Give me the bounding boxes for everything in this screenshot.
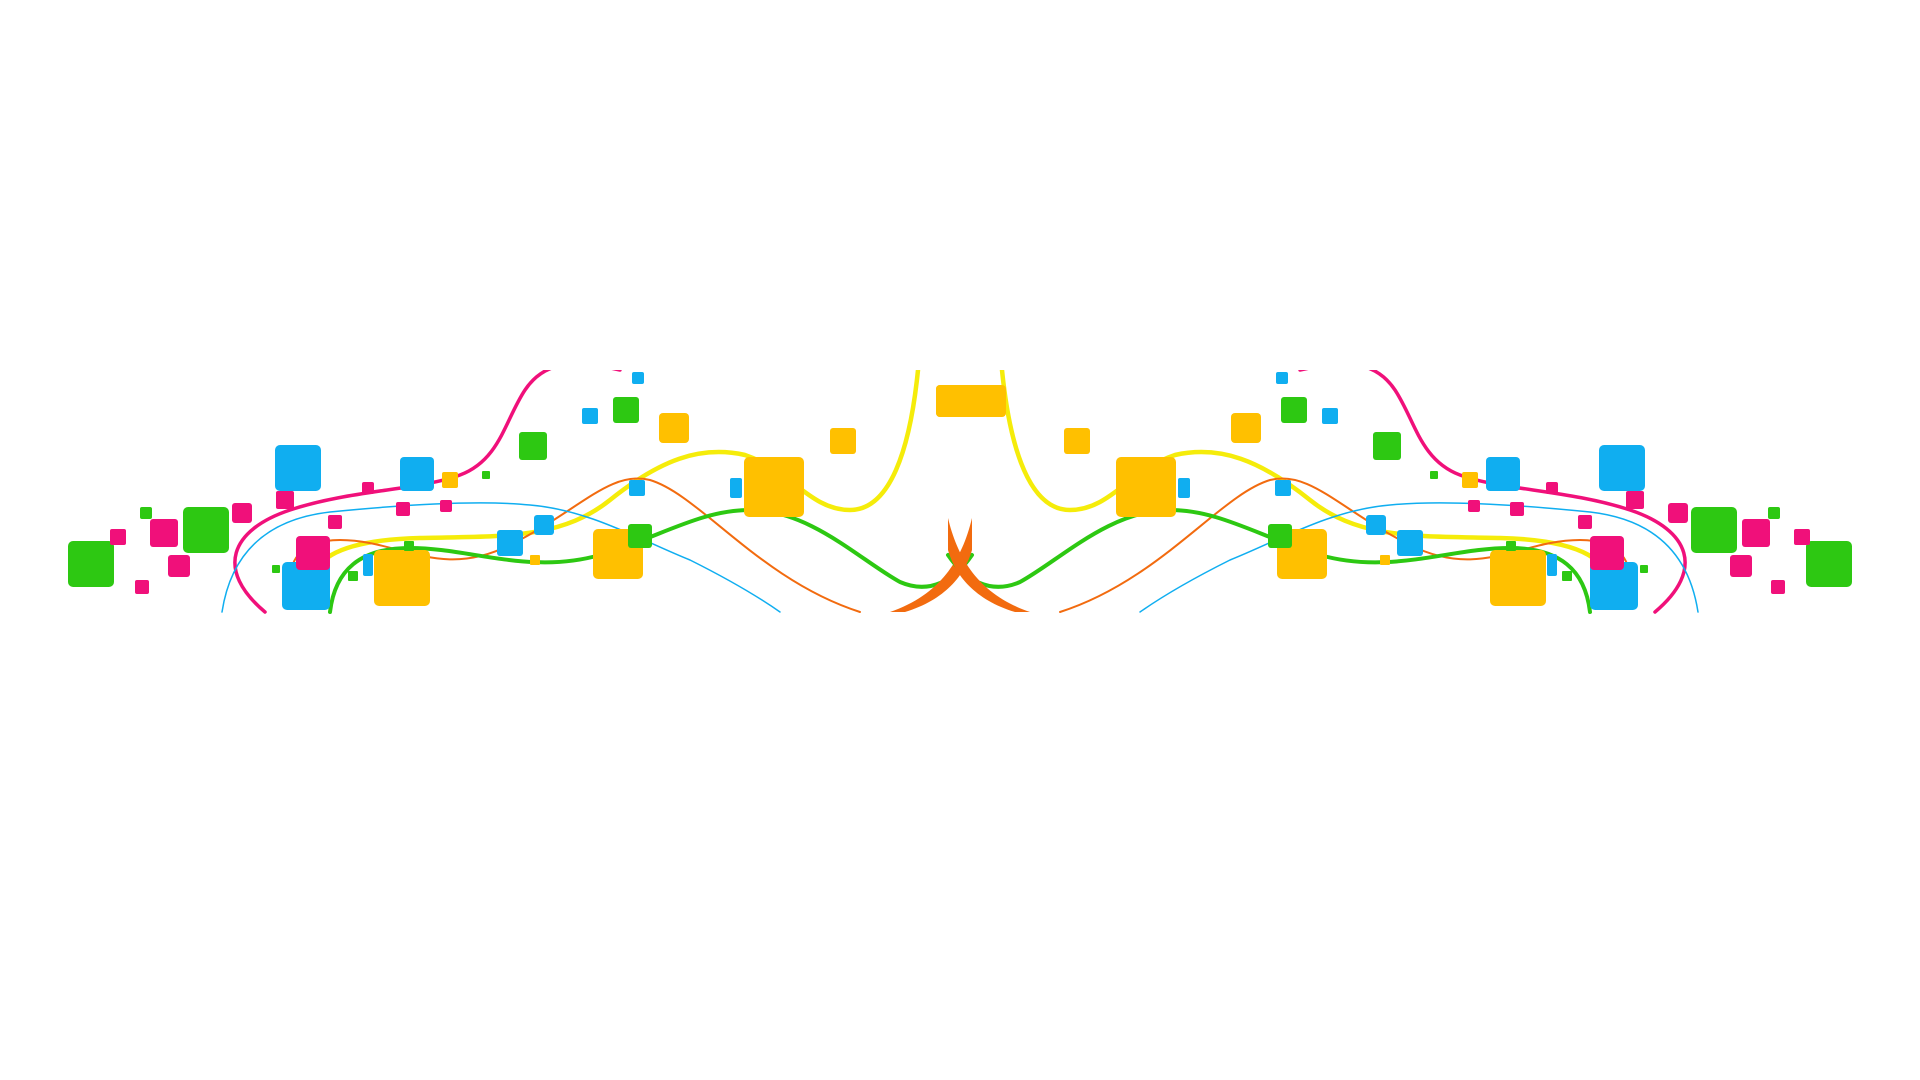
square bbox=[282, 562, 330, 610]
square bbox=[613, 397, 639, 423]
square bbox=[232, 503, 252, 523]
square bbox=[150, 519, 178, 547]
square bbox=[363, 554, 373, 576]
square bbox=[440, 500, 452, 512]
square bbox=[482, 471, 490, 479]
square bbox=[272, 565, 280, 573]
square bbox=[275, 445, 321, 491]
square bbox=[730, 478, 742, 498]
square bbox=[582, 408, 598, 424]
square bbox=[110, 529, 126, 545]
square bbox=[629, 480, 645, 496]
yellow-wave bbox=[309, 370, 921, 603]
square bbox=[276, 491, 294, 509]
left-half-pattern bbox=[68, 370, 974, 614]
square bbox=[140, 507, 152, 519]
square bbox=[183, 507, 229, 553]
center-square-right bbox=[974, 385, 1006, 417]
square bbox=[404, 541, 414, 551]
square bbox=[744, 457, 804, 517]
square bbox=[628, 524, 652, 548]
square bbox=[296, 536, 330, 570]
magenta-wave bbox=[233, 370, 622, 614]
square bbox=[519, 432, 547, 460]
square bbox=[328, 515, 342, 529]
square bbox=[442, 472, 458, 488]
square bbox=[497, 530, 523, 556]
square bbox=[135, 580, 149, 594]
square bbox=[348, 571, 358, 581]
square bbox=[534, 515, 554, 535]
square bbox=[396, 502, 410, 516]
square bbox=[632, 372, 644, 384]
right-half-pattern bbox=[948, 364, 1852, 612]
green-wave bbox=[328, 507, 974, 614]
square bbox=[830, 428, 856, 454]
rounded-squares bbox=[68, 372, 968, 610]
square bbox=[68, 541, 114, 587]
center-square-left bbox=[936, 385, 968, 417]
square bbox=[400, 457, 434, 491]
square bbox=[659, 413, 689, 443]
square bbox=[530, 555, 540, 565]
square bbox=[374, 550, 430, 606]
square bbox=[168, 555, 190, 577]
blue-wave bbox=[221, 502, 781, 613]
square bbox=[362, 482, 374, 494]
